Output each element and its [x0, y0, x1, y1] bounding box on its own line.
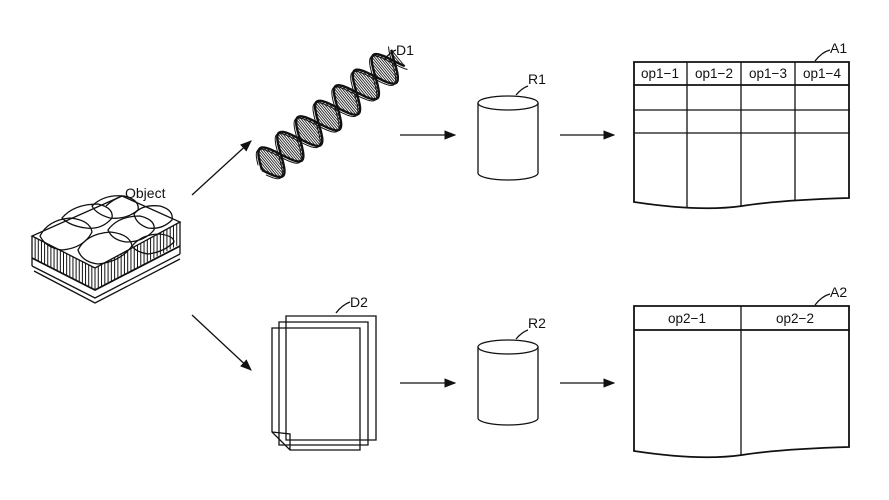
r2-leader — [515, 329, 529, 340]
d2-leader — [335, 301, 351, 314]
r1-leader — [515, 85, 529, 96]
a1-header-op1-4: op1−4 — [803, 66, 841, 81]
a1-header-op1-2: op1−2 — [695, 66, 733, 81]
dna-helix-icon — [255, 46, 408, 180]
database-r1-icon — [477, 95, 539, 181]
arrow-object-to-d2 — [191, 314, 252, 371]
object-label: Object — [125, 185, 166, 201]
a2-label: A2 — [830, 284, 847, 300]
table-a1: op1−1 op1−2 op1−3 op1−4 — [633, 61, 850, 210]
d1-label: D1 — [396, 42, 414, 58]
object-tissue — [30, 195, 182, 304]
table-a2: op2−1 op2−2 — [633, 305, 850, 459]
arrow-object-to-d1 — [191, 140, 252, 196]
a2-header-op2-2: op2−2 — [776, 311, 814, 326]
a1-header-op1-3: op1−3 — [749, 66, 787, 81]
r1-label: R1 — [528, 71, 546, 87]
a1-label: A1 — [830, 40, 847, 56]
d1-leader — [383, 49, 397, 61]
a2-leader — [814, 293, 831, 306]
r2-label: R2 — [528, 315, 546, 331]
document-stack-icon — [271, 315, 377, 451]
a1-header-op1-1: op1−1 — [641, 66, 679, 81]
a1-leader — [814, 49, 831, 62]
a2-header-op2-1: op2−1 — [668, 311, 706, 326]
d2-label: D2 — [350, 294, 368, 310]
object-label-group: Object — [105, 185, 166, 207]
database-r2-icon — [477, 339, 539, 426]
